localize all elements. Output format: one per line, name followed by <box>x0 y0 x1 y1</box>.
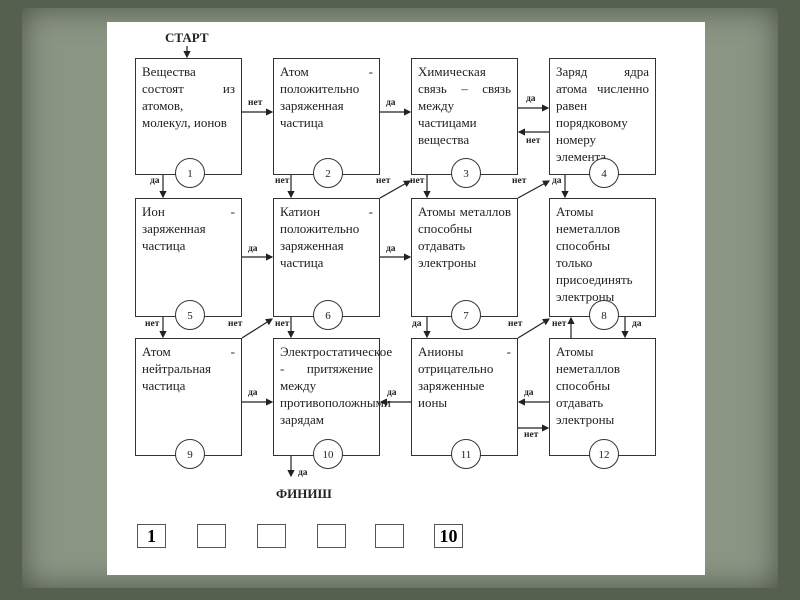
finish-label: ФИНИШ <box>276 486 332 501</box>
answer-cell[interactable] <box>197 524 226 548</box>
flow-box: Электростатическое - притяжение между пр… <box>273 338 392 456</box>
flow-box: Атом - нейтральная частица <box>135 338 242 456</box>
arrow-label: да <box>386 244 396 254</box>
start-label: СТАРТ <box>165 30 209 45</box>
step-number-circle: 12 <box>589 439 619 469</box>
answer-cell[interactable]: 10 <box>434 524 463 548</box>
flow-box: Вещества состоят из атомов, молекул, ион… <box>135 58 242 175</box>
arrow-label: нет <box>524 430 539 440</box>
answer-cell[interactable] <box>375 524 404 548</box>
answer-cell[interactable] <box>257 524 286 548</box>
arrow-label: нет <box>512 176 527 186</box>
step-number-circle: 6 <box>313 300 343 330</box>
step-number-circle: 11 <box>451 439 481 469</box>
arrow-label: да <box>248 244 258 254</box>
step-number-circle: 7 <box>451 300 481 330</box>
flow-box: Ион - заряженная частица <box>135 198 242 317</box>
arrow-label: да <box>150 176 160 186</box>
step-number-circle: 8 <box>589 300 619 330</box>
flow-box: Химическая связь – связь между частицами… <box>411 58 518 175</box>
arrow-label: нет <box>248 98 263 108</box>
flow-box: Катион - положительно заряженная частица <box>273 198 380 317</box>
answer-cell[interactable]: 1 <box>137 524 166 548</box>
step-number-circle: 2 <box>313 158 343 188</box>
flow-box: Заряд ядра атома численно равен порядков… <box>549 58 656 175</box>
arrow-label: да <box>412 319 422 329</box>
arrow-label: да <box>524 388 534 398</box>
arrow-label: да <box>298 468 308 478</box>
step-number-circle: 10 <box>313 439 343 469</box>
arrow-label: нет <box>145 319 160 329</box>
step-number-circle: 5 <box>175 300 205 330</box>
arrow-label: нет <box>275 176 290 186</box>
arrow-label: нет <box>275 319 290 329</box>
arrow-label: нет <box>410 176 425 186</box>
arrow-label: да <box>526 94 536 104</box>
step-number-circle: 9 <box>175 439 205 469</box>
step-number-circle: 1 <box>175 158 205 188</box>
arrow-label: да <box>632 319 642 329</box>
arrow-label: нет <box>552 319 567 329</box>
arrow-label: нет <box>526 136 541 146</box>
answer-cell[interactable] <box>317 524 346 548</box>
step-number-circle: 4 <box>589 158 619 188</box>
flow-box: Атом - положительно заряженная частица <box>273 58 380 175</box>
arrow-label: да <box>552 176 562 186</box>
arrow-label: нет <box>228 319 243 329</box>
flow-box: Анионы - отрицательно заряженные ионы <box>411 338 518 456</box>
step-number-circle: 3 <box>451 158 481 188</box>
arrow-label: да <box>248 388 258 398</box>
arrow-label: да <box>386 98 396 108</box>
arrow-label: да <box>387 388 397 398</box>
arrow-label: нет <box>508 319 523 329</box>
flow-box: Атомы металлов способны отдавать электро… <box>411 198 518 317</box>
flow-box: Атомы неметаллов способны отдавать элект… <box>549 338 656 456</box>
arrow-label: нет <box>376 176 391 186</box>
